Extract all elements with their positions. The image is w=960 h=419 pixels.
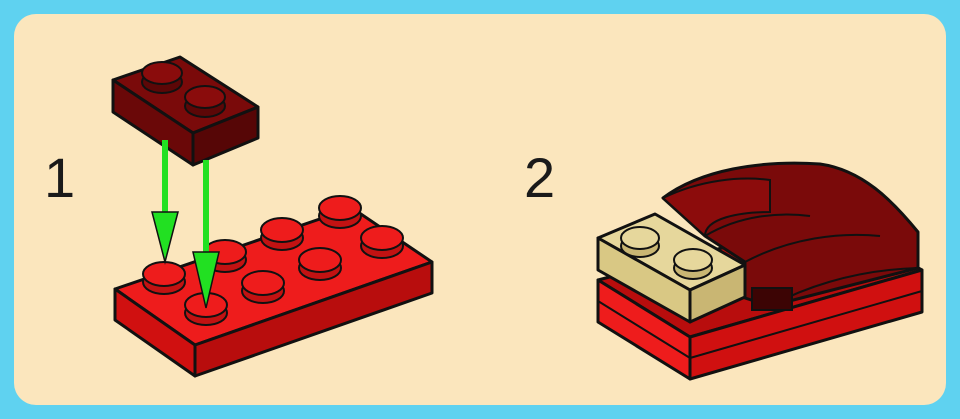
green-arrow-down-icon	[152, 140, 178, 262]
dark-red-1x2-plate-icon	[113, 57, 258, 165]
